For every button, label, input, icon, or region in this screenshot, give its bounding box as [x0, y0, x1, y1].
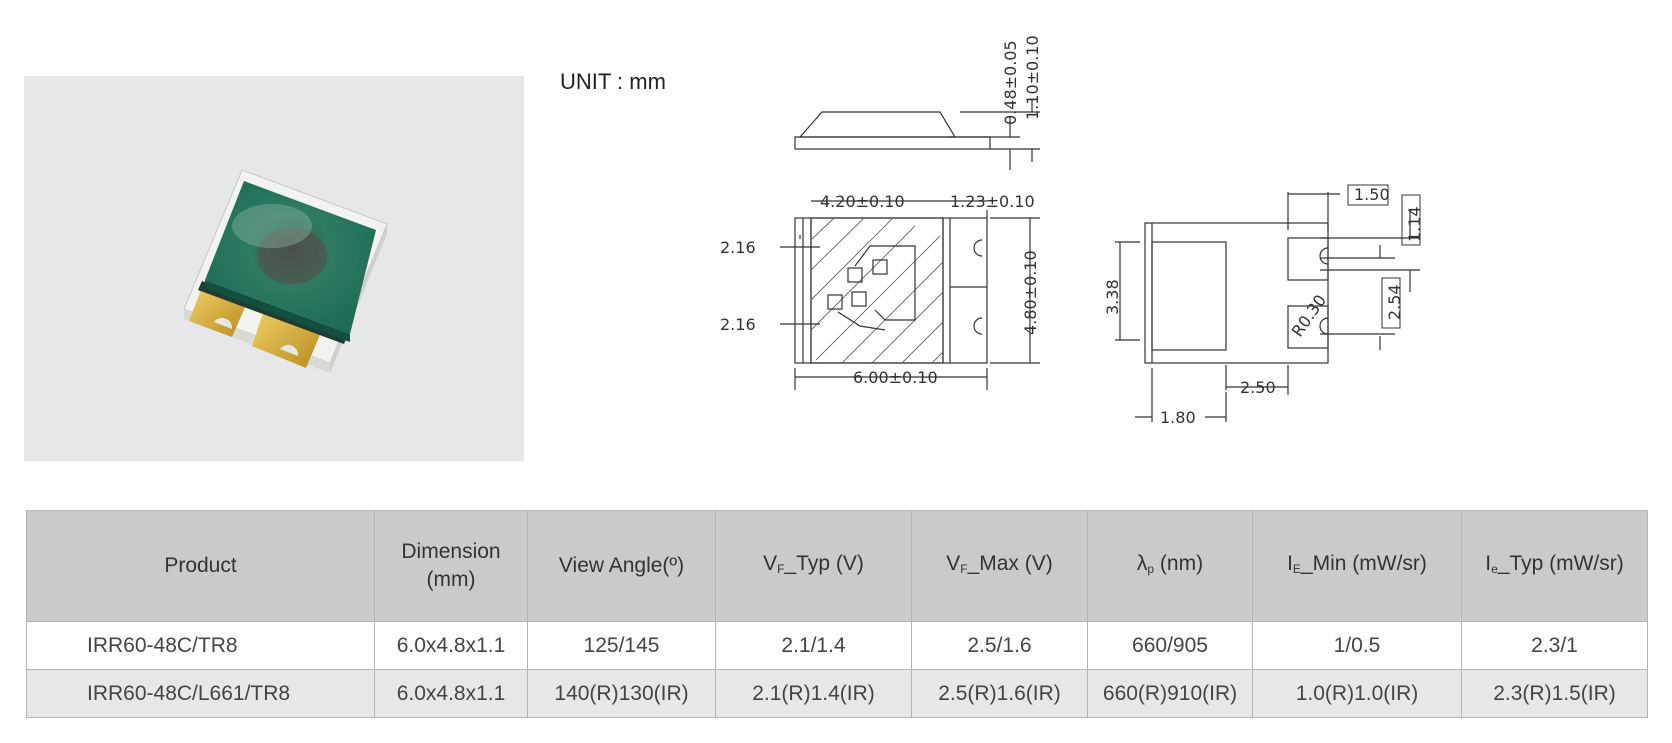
- dim-2-50: 2.50: [1240, 378, 1276, 397]
- cell-vf-max: 2.5(R)1.6(IR): [911, 669, 1088, 718]
- table-row: IRR60-48C/L661/TR8 6.0x4.8x1.1 140(R)130…: [26, 669, 1648, 718]
- dim-2-54: 2.54: [1385, 284, 1404, 320]
- product-photo: [24, 76, 524, 461]
- dim-1-50: 1.50: [1354, 185, 1390, 204]
- dim-1-10: 1.10±0.10: [1023, 35, 1042, 120]
- cell-lambda-p: 660(R)910(IR): [1087, 669, 1253, 718]
- col-vf-max: VF_Max (V): [911, 510, 1088, 622]
- unit-label: UNIT : mm: [560, 69, 666, 94]
- cell-ie-typ: 2.3/1: [1461, 621, 1648, 670]
- table-header-row: Product Dimension(mm) View Angle(º) VF_T…: [26, 510, 1648, 622]
- cell-view-angle: 125/145: [527, 621, 716, 670]
- dim-4-20: 4.20±0.10: [820, 192, 905, 211]
- col-dimension: Dimension(mm): [374, 510, 528, 622]
- cell-ie-typ: 2.3(R)1.5(IR): [1461, 669, 1648, 718]
- col-lambda-p: λp (nm): [1087, 510, 1253, 622]
- top-view-notch-lower: [973, 317, 983, 335]
- bottom-view-pad-upper: [1287, 237, 1329, 281]
- dim-1-80: 1.80: [1160, 408, 1196, 427]
- top-view-body: [794, 217, 988, 364]
- top-view-notch-upper: [973, 239, 983, 257]
- dim-1-14: 1.14: [1405, 206, 1424, 242]
- cell-product: IRR60-48C/TR8: [26, 621, 375, 670]
- dim-1-23: 1.23±0.10: [950, 192, 1035, 211]
- bottom-view-body: [1144, 222, 1329, 364]
- cell-ie-min: 1.0(R)1.0(IR): [1252, 669, 1462, 718]
- bottom-view-pad-lower: [1287, 305, 1329, 349]
- dim-2-16-top: 2.16: [720, 238, 756, 257]
- col-ie-typ: Ie_Typ (mW/sr): [1461, 510, 1648, 622]
- table-row: IRR60-48C/TR8 6.0x4.8x1.1 125/145 2.1/1.…: [26, 621, 1648, 670]
- dimension-drawing: 0.48±0.05 1.10±0.10 4.20±0.10 1.23±0.10 …: [720, 35, 1424, 427]
- cell-lambda-p: 660/905: [1087, 621, 1253, 670]
- cell-view-angle: 140(R)130(IR): [527, 669, 716, 718]
- bottom-view-center-pad: [1151, 241, 1227, 351]
- top-view-lens: [810, 217, 944, 364]
- dim-3-38: 3.38: [1103, 279, 1122, 315]
- cell-vf-typ: 2.1/1.4: [715, 621, 912, 670]
- spec-table: Product Dimension(mm) View Angle(º) VF_T…: [26, 510, 1648, 718]
- cell-vf-typ: 2.1(R)1.4(IR): [715, 669, 912, 718]
- dim-6-00: 6.00±0.10: [853, 368, 938, 387]
- led-package-image: [183, 169, 388, 373]
- dim-4-80: 4.80±0.10: [1021, 250, 1040, 335]
- cell-product: IRR60-48C/L661/TR8: [26, 669, 375, 718]
- col-product: Product: [26, 510, 375, 622]
- col-view-angle: View Angle(º): [527, 510, 716, 622]
- col-ie-min: IE_Min (mW/sr): [1252, 510, 1462, 622]
- cell-vf-max: 2.5/1.6: [911, 621, 1088, 670]
- col-vf-typ: VF_Typ (V): [715, 510, 912, 622]
- dim-0-48: 0.48±0.05: [1001, 40, 1020, 125]
- dim-2-16-bottom: 2.16: [720, 315, 756, 334]
- cell-ie-min: 1/0.5: [1252, 621, 1462, 670]
- cell-dimension: 6.0x4.8x1.1: [374, 621, 528, 670]
- side-view-substrate: [794, 136, 991, 150]
- side-view-dome: [798, 111, 957, 138]
- cell-dimension: 6.0x4.8x1.1: [374, 669, 528, 718]
